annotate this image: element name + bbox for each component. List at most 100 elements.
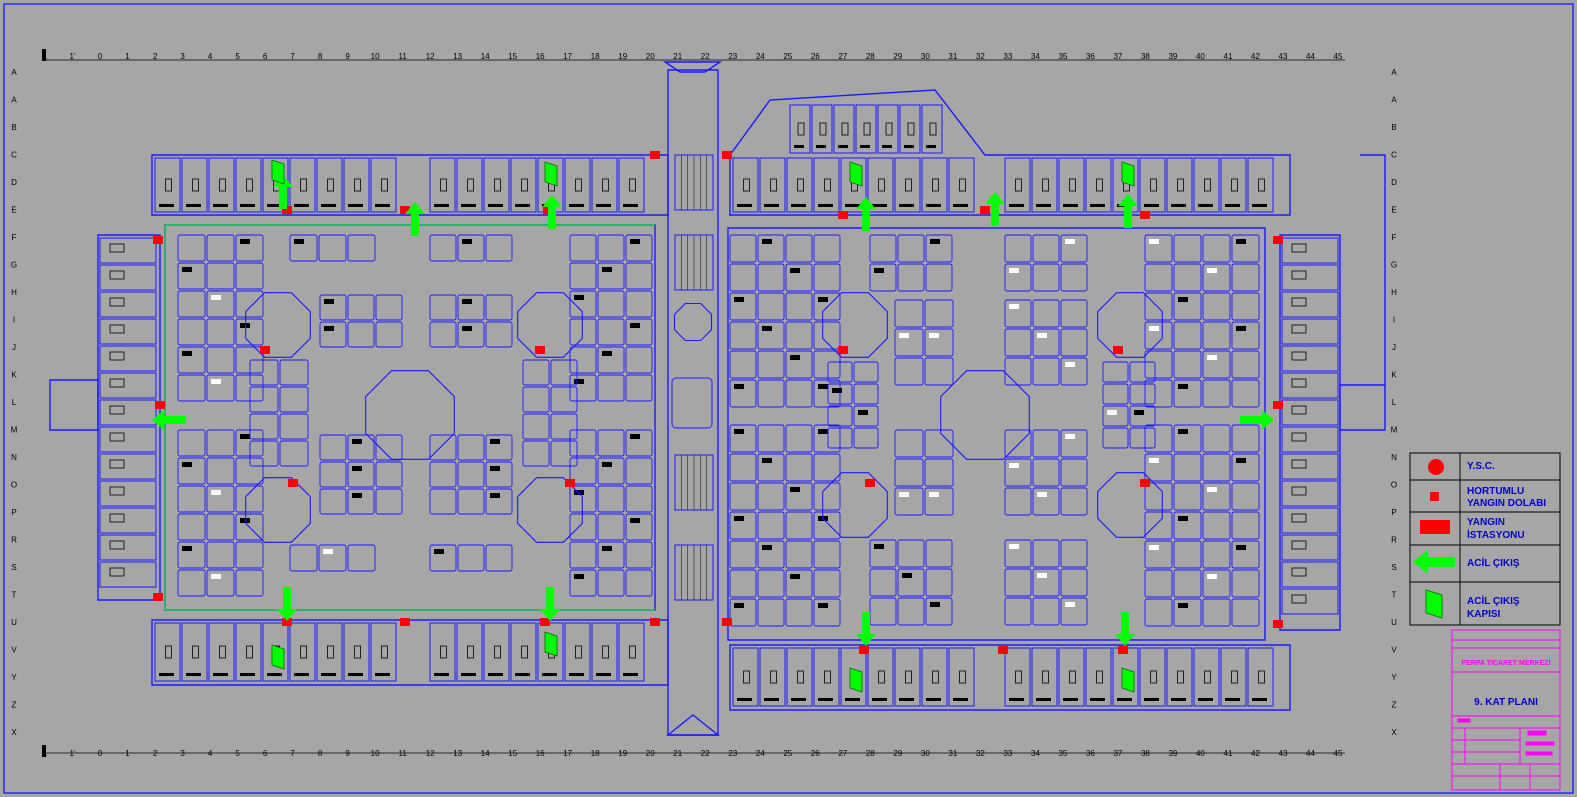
shop-unit <box>316 157 343 213</box>
fire-cabinet-icon <box>1273 236 1283 244</box>
grid-column-label: 39 <box>1168 749 1177 758</box>
shop-unit <box>1173 350 1202 379</box>
shop-unit <box>522 440 550 467</box>
plaza-octagon <box>365 370 455 460</box>
stall-counter <box>240 323 250 328</box>
fire-cabinet-icon <box>859 646 869 654</box>
stall-counter <box>375 673 390 676</box>
grid-column-label: 15 <box>508 749 517 758</box>
shop-unit <box>1231 379 1260 408</box>
fire-cabinet-icon <box>980 206 990 214</box>
shop-unit <box>853 427 879 449</box>
shop-unit <box>1004 263 1032 292</box>
stall-counter <box>294 239 304 244</box>
grid-column-label: 23 <box>728 52 737 61</box>
shop-unit <box>597 429 625 457</box>
stall-counter <box>1090 698 1105 701</box>
grid-column-label: 31 <box>948 749 957 758</box>
shop-unit <box>569 374 597 402</box>
shop-unit <box>429 488 457 515</box>
shop-unit <box>485 294 513 321</box>
shop-unit <box>370 622 397 682</box>
shop-unit <box>924 357 954 386</box>
stall-counter <box>1009 268 1019 273</box>
shop-unit <box>853 361 879 383</box>
shop-unit <box>564 157 591 213</box>
shop-unit <box>924 487 954 516</box>
fire-cabinet-icon <box>153 593 163 601</box>
shop-unit <box>625 346 653 374</box>
shop-unit <box>757 424 785 453</box>
fire-cabinet-icon <box>838 211 848 219</box>
stall-counter <box>1236 545 1246 550</box>
shop-unit <box>1060 487 1088 516</box>
grid-row-label: I <box>1393 316 1395 325</box>
stall-counter <box>574 379 584 384</box>
shop-unit <box>206 485 235 513</box>
grid-column-label: 24 <box>756 749 765 758</box>
shop-unit <box>785 569 813 598</box>
shop-unit <box>1102 383 1129 405</box>
grid-marker <box>42 745 46 757</box>
stall-counter <box>182 546 192 551</box>
shop-unit <box>457 434 485 461</box>
stall-counter <box>899 333 909 338</box>
shop-unit <box>569 513 597 541</box>
grid-row-label: X <box>11 728 17 737</box>
left-entrance <box>49 379 99 431</box>
shop-unit <box>1173 379 1202 408</box>
stall-fixture <box>1291 540 1307 550</box>
stall-counter <box>602 462 612 467</box>
grid-column-label: 18 <box>591 749 600 758</box>
stall-counter <box>899 492 909 497</box>
exit-door-icon <box>1425 589 1443 619</box>
stall-counter <box>929 333 939 338</box>
title-block-sheet-title: 9. KAT PLANI <box>1474 697 1538 708</box>
shop-unit <box>429 434 457 461</box>
shop-unit <box>785 424 813 453</box>
grid-column-label: 24 <box>756 52 765 61</box>
stall-counter <box>818 297 828 302</box>
stall-fixture <box>770 178 777 192</box>
shop-unit <box>785 234 813 263</box>
stall-fixture <box>959 178 966 192</box>
fire-cabinet-icon <box>1140 211 1150 219</box>
shop-unit <box>262 622 289 682</box>
grid-column-label: 27 <box>838 749 847 758</box>
stall-fixture <box>494 178 501 192</box>
stall-fixture <box>929 122 937 136</box>
stall-fixture <box>1177 178 1184 192</box>
stall-counter <box>902 573 912 578</box>
atrium-void <box>671 377 713 429</box>
grid-row-label: U <box>1391 618 1397 627</box>
grid-column-label: 27 <box>838 52 847 61</box>
fire-cabinet-icon <box>540 618 550 626</box>
grid-column-label: 45 <box>1334 749 1343 758</box>
stall-counter <box>1198 698 1213 701</box>
stall-fixture <box>1291 378 1307 388</box>
grid-row-label: R <box>1391 536 1397 545</box>
stall-counter <box>818 429 828 434</box>
grid-column-label: 14 <box>481 52 490 61</box>
shop-unit <box>1129 405 1156 427</box>
exit-door-icon <box>849 161 863 187</box>
stall-counter <box>1144 204 1159 207</box>
shop-unit <box>319 461 347 488</box>
shop-unit <box>729 511 757 540</box>
stall-fixture <box>602 645 609 659</box>
shop-unit <box>729 598 757 627</box>
stall-fixture <box>1204 670 1211 684</box>
exit-arrow-icon <box>542 195 562 229</box>
stall-fixture <box>907 122 915 136</box>
shop-unit <box>1173 482 1202 511</box>
shop-unit <box>569 429 597 457</box>
shop-unit <box>206 318 235 346</box>
grid-row-label: G <box>11 261 17 270</box>
grid-row-label: R <box>11 536 17 545</box>
stall-counter <box>1009 544 1019 549</box>
shop-unit <box>1004 458 1032 487</box>
shop-unit <box>811 104 833 154</box>
grid-column-label: 1 <box>125 52 130 61</box>
stall-counter <box>323 549 333 554</box>
